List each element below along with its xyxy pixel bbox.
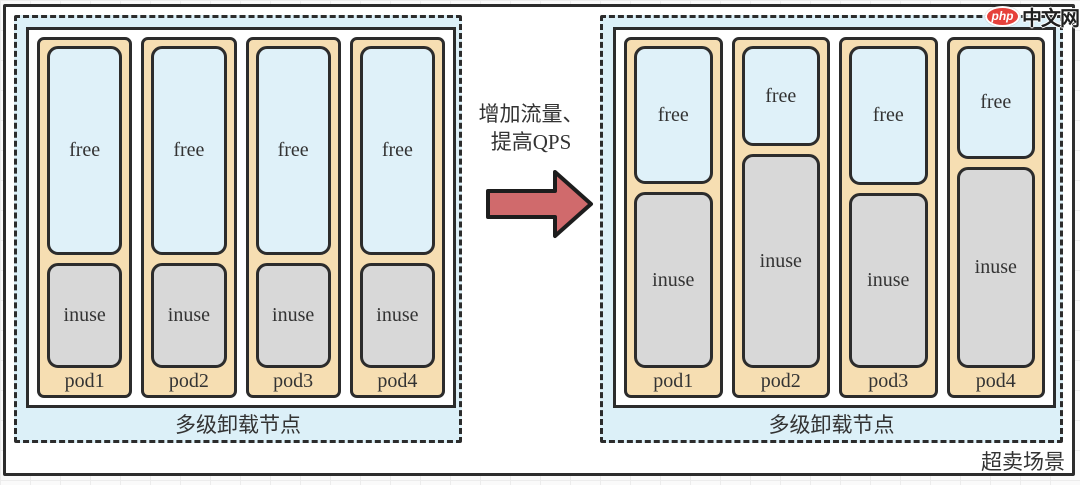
pod-inuse-block: inuse: [849, 193, 928, 368]
inuse-label: inuse: [272, 304, 315, 326]
pod: free inuse pod2: [141, 37, 237, 398]
pod-inuse-block: inuse: [634, 192, 713, 368]
node-box-before: free inuse pod1 free inuse pod2 free: [26, 27, 456, 408]
pod-inuse-block: inuse: [359, 263, 435, 368]
pod-inuse-block: inuse: [956, 167, 1035, 368]
scene-caption: 超卖场景: [981, 450, 1065, 474]
pod: free inuse pod1: [624, 37, 723, 398]
pod-inuse-block: inuse: [741, 154, 820, 368]
pod-inuse-block: inuse: [47, 263, 123, 368]
group-label: 多级卸载节点: [768, 413, 895, 437]
pod-free-block: free: [741, 46, 820, 146]
pod-name-label: pod2: [168, 370, 209, 392]
inuse-label: inuse: [974, 256, 1017, 278]
pod-free-block: free: [359, 46, 435, 255]
pod-name-label: pod2: [760, 370, 801, 392]
pod-name-label: pod4: [975, 370, 1016, 392]
pod-free-block: free: [47, 46, 123, 255]
free-label: free: [381, 139, 413, 161]
free-label: free: [872, 104, 904, 126]
free-label: free: [69, 139, 101, 161]
pod-inuse-block: inuse: [151, 263, 227, 368]
pod-name-label: pod4: [377, 370, 418, 392]
pod-free-block: free: [849, 46, 928, 185]
pod-name-label: pod3: [868, 370, 909, 392]
pod-free-block: free: [956, 46, 1035, 159]
pod: free inuse pod2: [731, 37, 830, 398]
pod-free-block: free: [255, 46, 331, 255]
pod-name-label: pod1: [64, 370, 105, 392]
inuse-label: inuse: [376, 304, 419, 326]
free-label: free: [765, 84, 797, 107]
pod-free-block: free: [634, 46, 713, 184]
inuse-label: inuse: [759, 249, 802, 272]
group-label: 多级卸载节点: [175, 413, 301, 437]
pod: free inuse pod1: [37, 37, 133, 398]
inuse-label: inuse: [63, 304, 106, 326]
pod-name-label: pod3: [273, 370, 314, 392]
transition-label-line2: 提高QPS: [490, 130, 572, 155]
free-label: free: [657, 103, 689, 126]
pod: free inuse pod4: [349, 37, 445, 398]
offload-node-group-before: free inuse pod1 free inuse pod2 free: [14, 15, 462, 443]
inuse-label: inuse: [867, 269, 910, 291]
right-arrow-icon: [485, 168, 595, 240]
pod-free-block: free: [151, 46, 227, 255]
pod: free inuse pod3: [839, 37, 938, 398]
transition-label: 增加流量、 提高QPS: [463, 100, 599, 157]
pod-name-label: pod1: [653, 370, 694, 392]
inuse-label: inuse: [652, 268, 695, 291]
free-label: free: [980, 91, 1012, 113]
free-label: free: [173, 139, 205, 161]
watermark-site-name: 中文网: [1022, 8, 1080, 30]
node-box-after: free inuse pod1 free inuse pod2 free: [613, 27, 1056, 408]
transition-label-line1: 增加流量、: [478, 102, 584, 126]
free-label: free: [277, 139, 309, 161]
offload-node-group-after: free inuse pod1 free inuse pod2 free: [600, 15, 1063, 443]
php-logo-icon: php: [985, 6, 1020, 27]
pod: free inuse pod3: [245, 37, 341, 398]
pod-inuse-block: inuse: [255, 263, 331, 368]
inuse-label: inuse: [167, 304, 210, 326]
pod: free inuse pod4: [946, 37, 1045, 398]
site-watermark: php 中文网: [985, 2, 1080, 31]
